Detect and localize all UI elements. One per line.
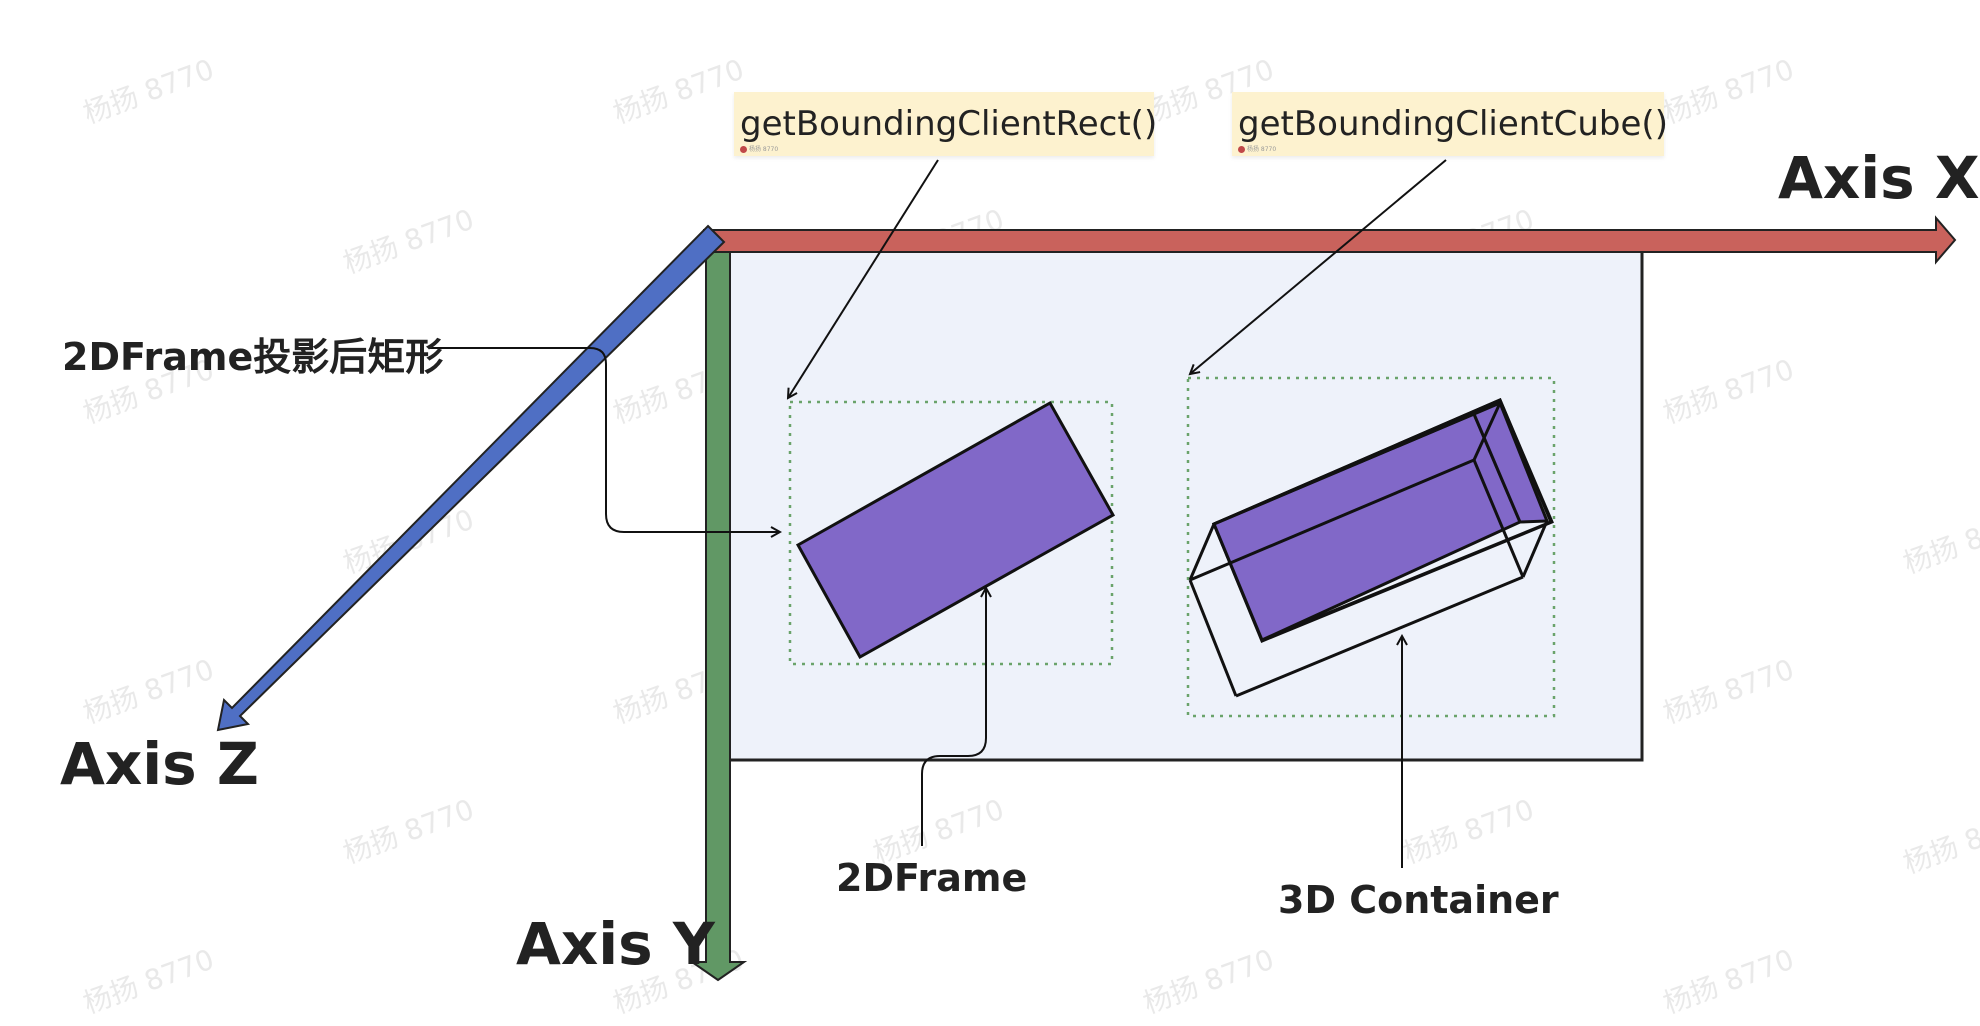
cube-method-pointer <box>1190 159 1447 374</box>
axis-y-label: Axis Y <box>516 910 715 978</box>
axis-z-label: Axis Z <box>60 730 259 798</box>
cube-method-text: getBoundingClientCube() <box>1238 104 1668 144</box>
axis-z-arrow <box>216 224 726 732</box>
rect-method-note: getBoundingClientRect() 杨扬 8770 <box>734 92 1158 156</box>
container-3d-edge-4 <box>1521 520 1549 578</box>
projected-rect-label: 2DFrame投影后矩形 <box>62 335 444 379</box>
container-3d-purple-top-face <box>1213 401 1550 526</box>
container-3d-edge-1 <box>1188 523 1216 581</box>
cube-bounding-box <box>1186 376 1556 718</box>
note-author-tag: 杨扬 8770 <box>740 146 778 154</box>
container-3d-edge-3 <box>1235 575 1524 698</box>
container-3d-edge-6 <box>1472 459 1525 578</box>
rect-method-pointer <box>788 159 939 398</box>
cube-method-note: getBoundingClientCube() 杨扬 8770 <box>1232 92 1668 156</box>
rect-bounding-box <box>788 400 1114 666</box>
container-3d-edge-2 <box>1188 579 1238 697</box>
rect-method-text: getBoundingClientRect() <box>740 104 1158 144</box>
axis-y-arrow <box>688 231 748 982</box>
axis-x-arrow <box>703 215 1957 265</box>
frame-2d-shape <box>795 400 1116 660</box>
projected-rect-connector <box>430 347 780 532</box>
container-3d-edge-5 <box>1189 458 1475 582</box>
container-3d-label: 3D Container <box>1278 878 1559 922</box>
frame-2d-connector <box>921 588 986 846</box>
container-3d-edge-7 <box>1472 402 1502 461</box>
frame-2d-label: 2DFrame <box>836 856 1028 900</box>
note-author-tag: 杨扬 8770 <box>1238 146 1276 154</box>
axis-x-label: Axis X <box>1778 144 1980 212</box>
